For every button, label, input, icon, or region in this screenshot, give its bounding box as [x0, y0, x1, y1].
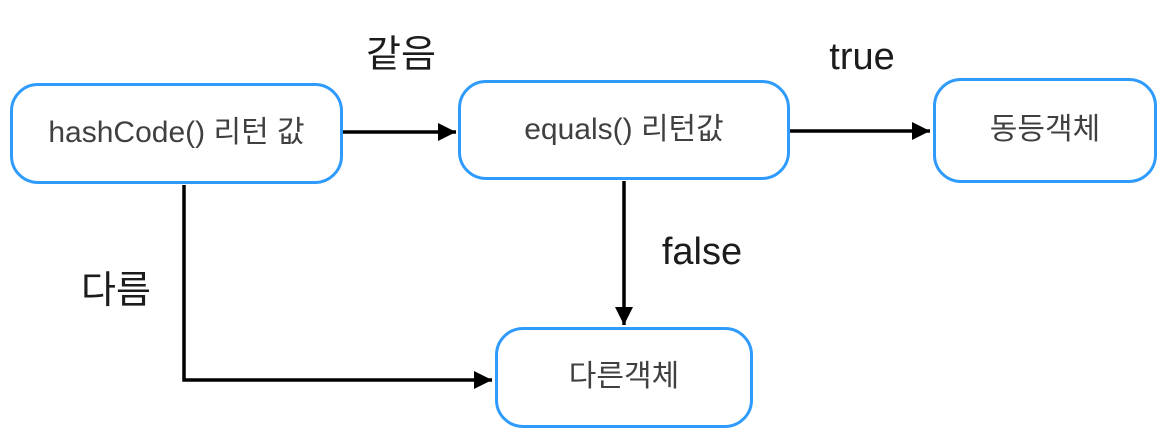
node-equals-return-value: equals() 리턴값	[458, 80, 790, 180]
node-equal-object-label: 동등객체	[989, 113, 1101, 147]
node-different-object: 다른객체	[495, 327, 753, 428]
edge-label-false: false	[661, 231, 743, 273]
node-equals-label: equals() 리턴값	[524, 112, 724, 146]
node-hashcode-return-value: hashCode() 리턴 값	[10, 83, 343, 184]
edge-label-true: true	[829, 36, 895, 78]
node-equal-object: 동등객체	[933, 78, 1157, 183]
arrow-hashcode-to-different-object	[182, 185, 492, 390]
node-hashcode-label: hashCode() 리턴 값	[48, 116, 305, 150]
edge-label-different: 다름	[81, 270, 151, 312]
node-different-object-label: 다른객체	[568, 360, 680, 394]
edge-label-same: 같음	[366, 34, 436, 76]
